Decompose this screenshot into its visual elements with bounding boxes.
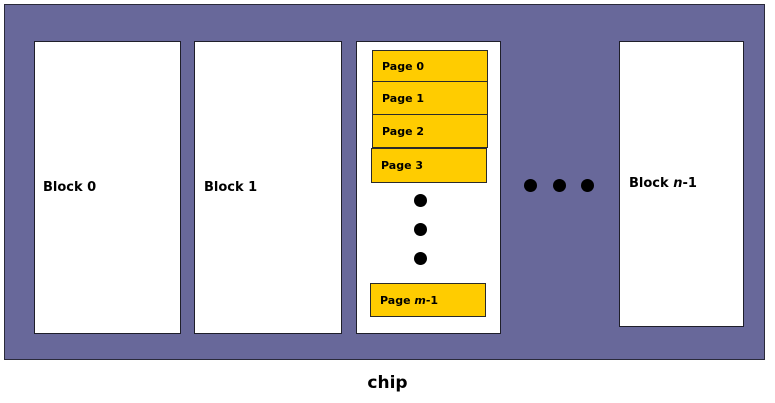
ellipsis-dot-vertical-1 [414,194,427,207]
page-2-label: Page 2 [382,124,425,138]
ellipsis-dot-vertical-2 [414,223,427,236]
chip-caption: chip [367,373,408,393]
page-3: Page 3 [371,148,487,183]
block-1-label: Block 1 [204,180,258,195]
ellipsis-dot-vertical-3 [414,252,427,265]
page-1-label: Page 1 [382,91,425,105]
ellipsis-dot-horizontal-1 [524,179,537,192]
page-2: Page 2 [372,114,488,148]
ellipsis-dot-horizontal-2 [553,179,566,192]
block-1 [194,41,342,334]
page-m-minus-1: Page m-1 [370,283,486,317]
page-0-label: Page 0 [382,59,425,73]
block-n-minus-1 [619,41,744,327]
page-3-label: Page 3 [381,159,424,172]
ellipsis-dot-horizontal-3 [581,179,594,192]
page-1: Page 1 [372,81,488,115]
block-0-label: Block 0 [43,180,97,195]
page-m-minus-1-label: Page m-1 [380,293,439,307]
block-n-minus-1-label: Block n-1 [629,176,697,191]
page-0: Page 0 [372,50,488,82]
block-0 [34,41,181,334]
